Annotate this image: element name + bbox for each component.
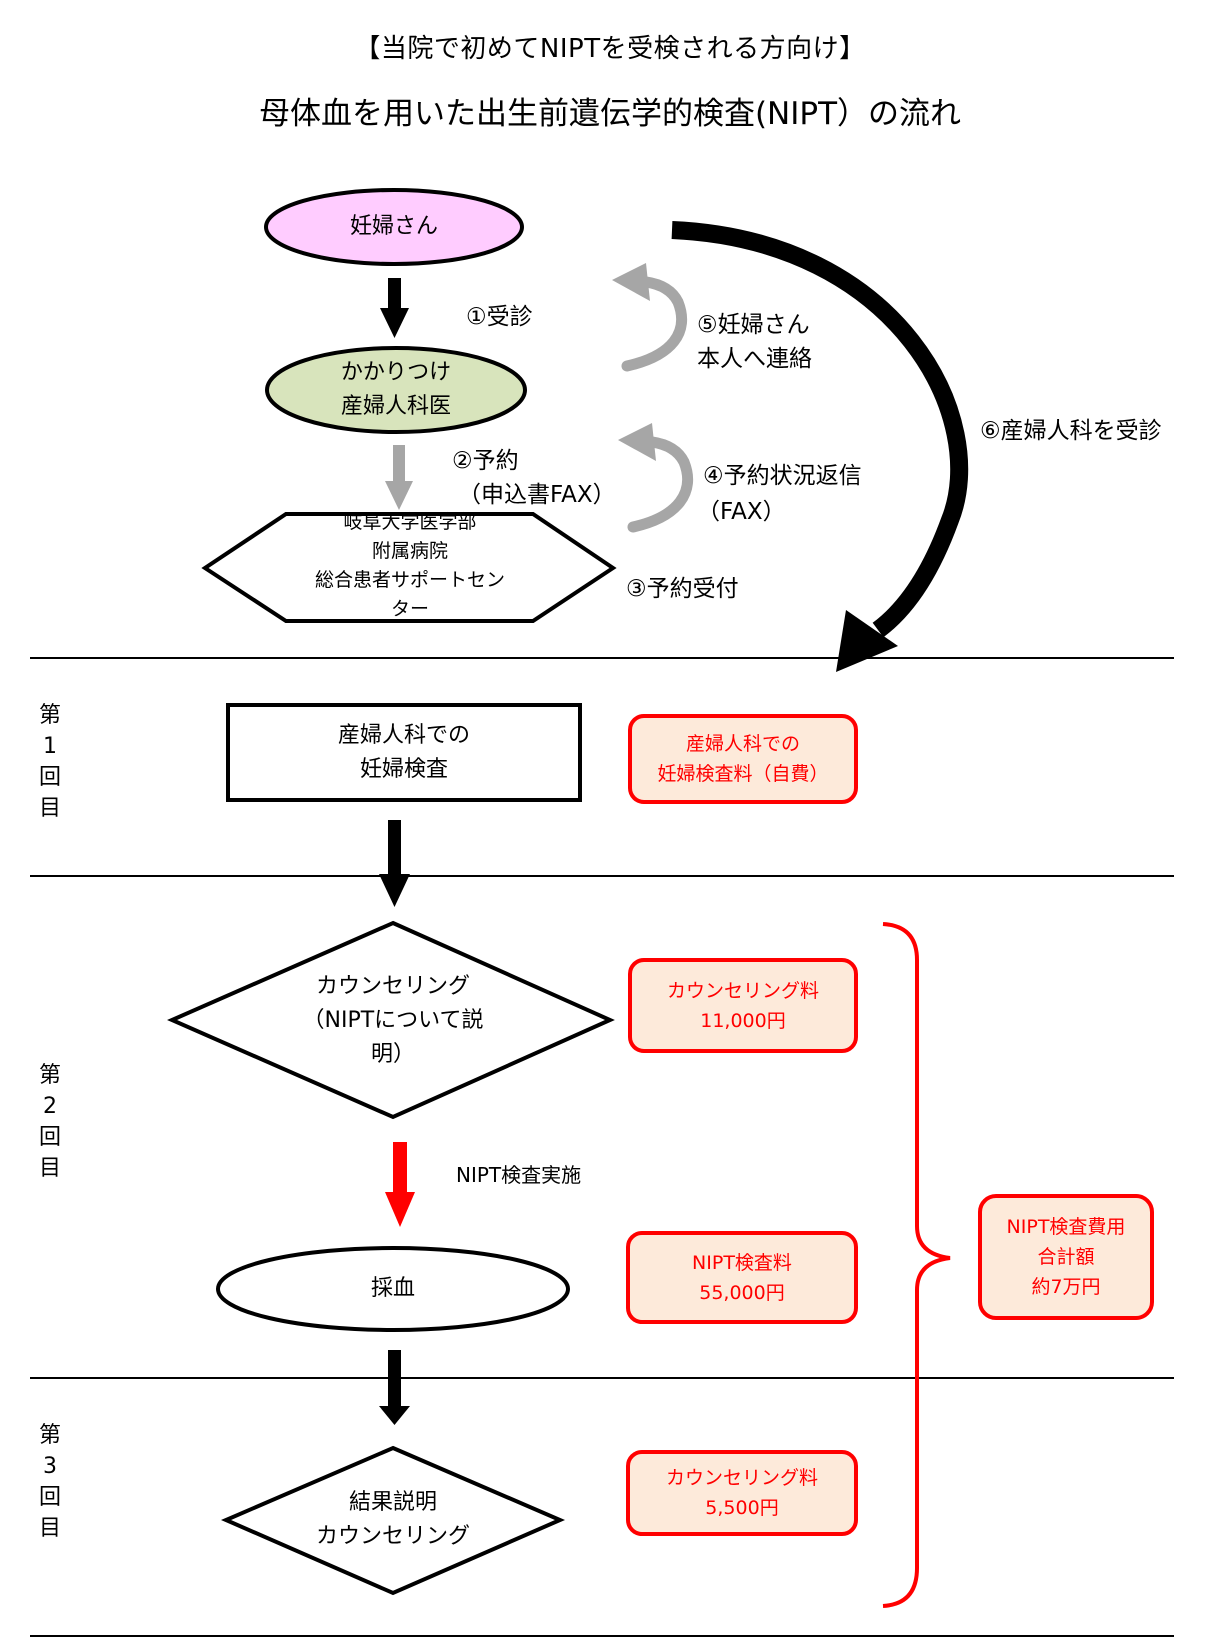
curved-arrow-step5-icon — [612, 263, 688, 372]
ob-exam-label: 産婦人科での 妊婦検査 — [230, 707, 578, 798]
total-brace — [882, 922, 951, 1608]
family-ob-line-2: 産婦人科医 — [340, 394, 451, 419]
visit-3-char: 目 — [38, 1516, 61, 1541]
fee-line: 産婦人科での — [685, 733, 800, 755]
fee-line: 5,500円 — [705, 1497, 779, 1519]
visit-1-char: 目 — [38, 796, 61, 821]
curved-arrow-step4-icon — [618, 423, 694, 533]
fee-result-counseling-label: カウンセリング料 5,500円 — [630, 1454, 854, 1532]
fee-line: 55,000円 — [699, 1281, 785, 1304]
counseling-line-1: カウンセリング — [315, 974, 470, 999]
fee-line: 11,000円 — [700, 1009, 786, 1032]
fee-box-nipt — [626, 1231, 858, 1324]
family-ob-node — [265, 346, 527, 434]
counseling-node — [167, 920, 615, 1120]
step2-label-line-2: （申込書FAX） — [458, 482, 616, 508]
total-line: NIPT検査費用 — [1006, 1216, 1126, 1238]
result-counseling-label: 結果説明 カウンセリング — [270, 1478, 516, 1562]
visit-1-char: 回 — [38, 765, 61, 790]
counseling-label: カウンセリング （NIPTについて説 明） — [262, 960, 524, 1082]
family-ob-line-1: かかりつけ — [340, 360, 452, 385]
visit-1-char: 第 — [38, 703, 61, 728]
nipt-test-arrow-label: NIPT検査実施 — [456, 1163, 582, 1187]
arrow-down-icon — [379, 1350, 410, 1425]
step6-label: ⑥産婦人科を受診 — [980, 418, 1162, 444]
support-center-line-4: ター — [390, 598, 429, 620]
fee-box-total — [978, 1194, 1154, 1320]
step4-label-line-2: （FAX） — [697, 499, 786, 525]
total-line: 約7万円 — [1031, 1276, 1101, 1298]
visit-3-char: 回 — [38, 1485, 61, 1510]
arrow-down-icon — [379, 820, 410, 907]
total-line: 合計額 — [1037, 1246, 1095, 1268]
fee-line: カウンセリング料 — [665, 1467, 818, 1489]
visit-1-label: 第 1 回 目 — [30, 700, 70, 824]
step4-label-line-1: ④予約状況返信 — [703, 463, 862, 489]
page-title: 母体血を用いた出生前遺伝学的検査(NIPT）の流れ — [258, 96, 962, 132]
support-center-node — [201, 512, 617, 623]
step3-label: ③予約受付 — [626, 576, 739, 602]
step5-label-line-1: ⑤妊婦さん — [697, 312, 810, 338]
visit-2-char: 2 — [43, 1094, 57, 1119]
result-counseling-node — [220, 1445, 566, 1596]
result-line-1: 結果説明 — [348, 1490, 437, 1515]
fee-line: 妊婦検査料（自費） — [657, 763, 829, 785]
fee-ob-exam-label: 産婦人科での 妊婦検査料（自費） — [632, 718, 854, 800]
support-center-label: 岐阜大学医学部 附属病院 総合患者サポートセン ター — [250, 508, 570, 624]
visit-1-char: 1 — [43, 734, 57, 759]
pregnant-woman-label: 妊婦さん — [349, 214, 438, 239]
pregnant-woman-node — [264, 188, 524, 266]
fee-box-ob-exam — [628, 714, 858, 804]
result-line-2: カウンセリング — [315, 1524, 470, 1549]
step5-label-line-2: 本人へ連絡 — [697, 346, 812, 372]
ob-exam-node — [226, 703, 582, 802]
fee-box-result-counseling — [626, 1450, 858, 1536]
step2-label-line-1: ②予約 — [452, 448, 519, 474]
page-subtitle: 【当院で初めてNIPTを受検される方向け】 — [354, 34, 866, 64]
fee-total-label: NIPT検査費用 合計額 約7万円 — [982, 1198, 1150, 1316]
fee-counseling-label: カウンセリング料 11,000円 — [632, 962, 854, 1049]
fee-line: カウンセリング料 — [666, 979, 819, 1002]
counseling-line-3: 明） — [370, 1042, 415, 1067]
arrow-down-icon — [380, 278, 409, 338]
curved-arrow-step6-icon — [671, 221, 969, 672]
step1-label: ①受診 — [466, 304, 533, 330]
fee-nipt-label: NIPT検査料 55,000円 — [630, 1235, 854, 1320]
visit-3-char: 第 — [38, 1423, 61, 1448]
support-center-line-3: 総合患者サポートセン — [314, 569, 505, 591]
family-ob-label: かかりつけ 産婦人科医 — [267, 350, 525, 430]
support-center-line-2: 附属病院 — [371, 540, 448, 562]
blood-draw-label: 採血 — [370, 1276, 415, 1301]
ob-exam-line-2: 妊婦検査 — [359, 756, 448, 782]
blood-draw-node — [216, 1246, 570, 1332]
visit-3-char: 3 — [43, 1454, 57, 1479]
counseling-line-2: （NIPTについて説 — [302, 1008, 484, 1033]
fee-box-counseling — [628, 958, 858, 1053]
visit-2-char: 第 — [38, 1063, 61, 1088]
support-center-line-1: 岐阜大学医学部 — [343, 511, 477, 533]
gray-arrow-down-icon — [385, 445, 413, 510]
ob-exam-line-1: 産婦人科での — [337, 722, 470, 748]
fee-line: NIPT検査料 — [692, 1251, 792, 1274]
visit-3-label: 第 3 回 目 — [30, 1420, 70, 1544]
visit-2-label: 第 2 回 目 — [30, 1060, 70, 1184]
visit-2-char: 回 — [38, 1125, 61, 1150]
red-arrow-down-icon — [385, 1142, 415, 1227]
visit-2-char: 目 — [38, 1156, 61, 1181]
